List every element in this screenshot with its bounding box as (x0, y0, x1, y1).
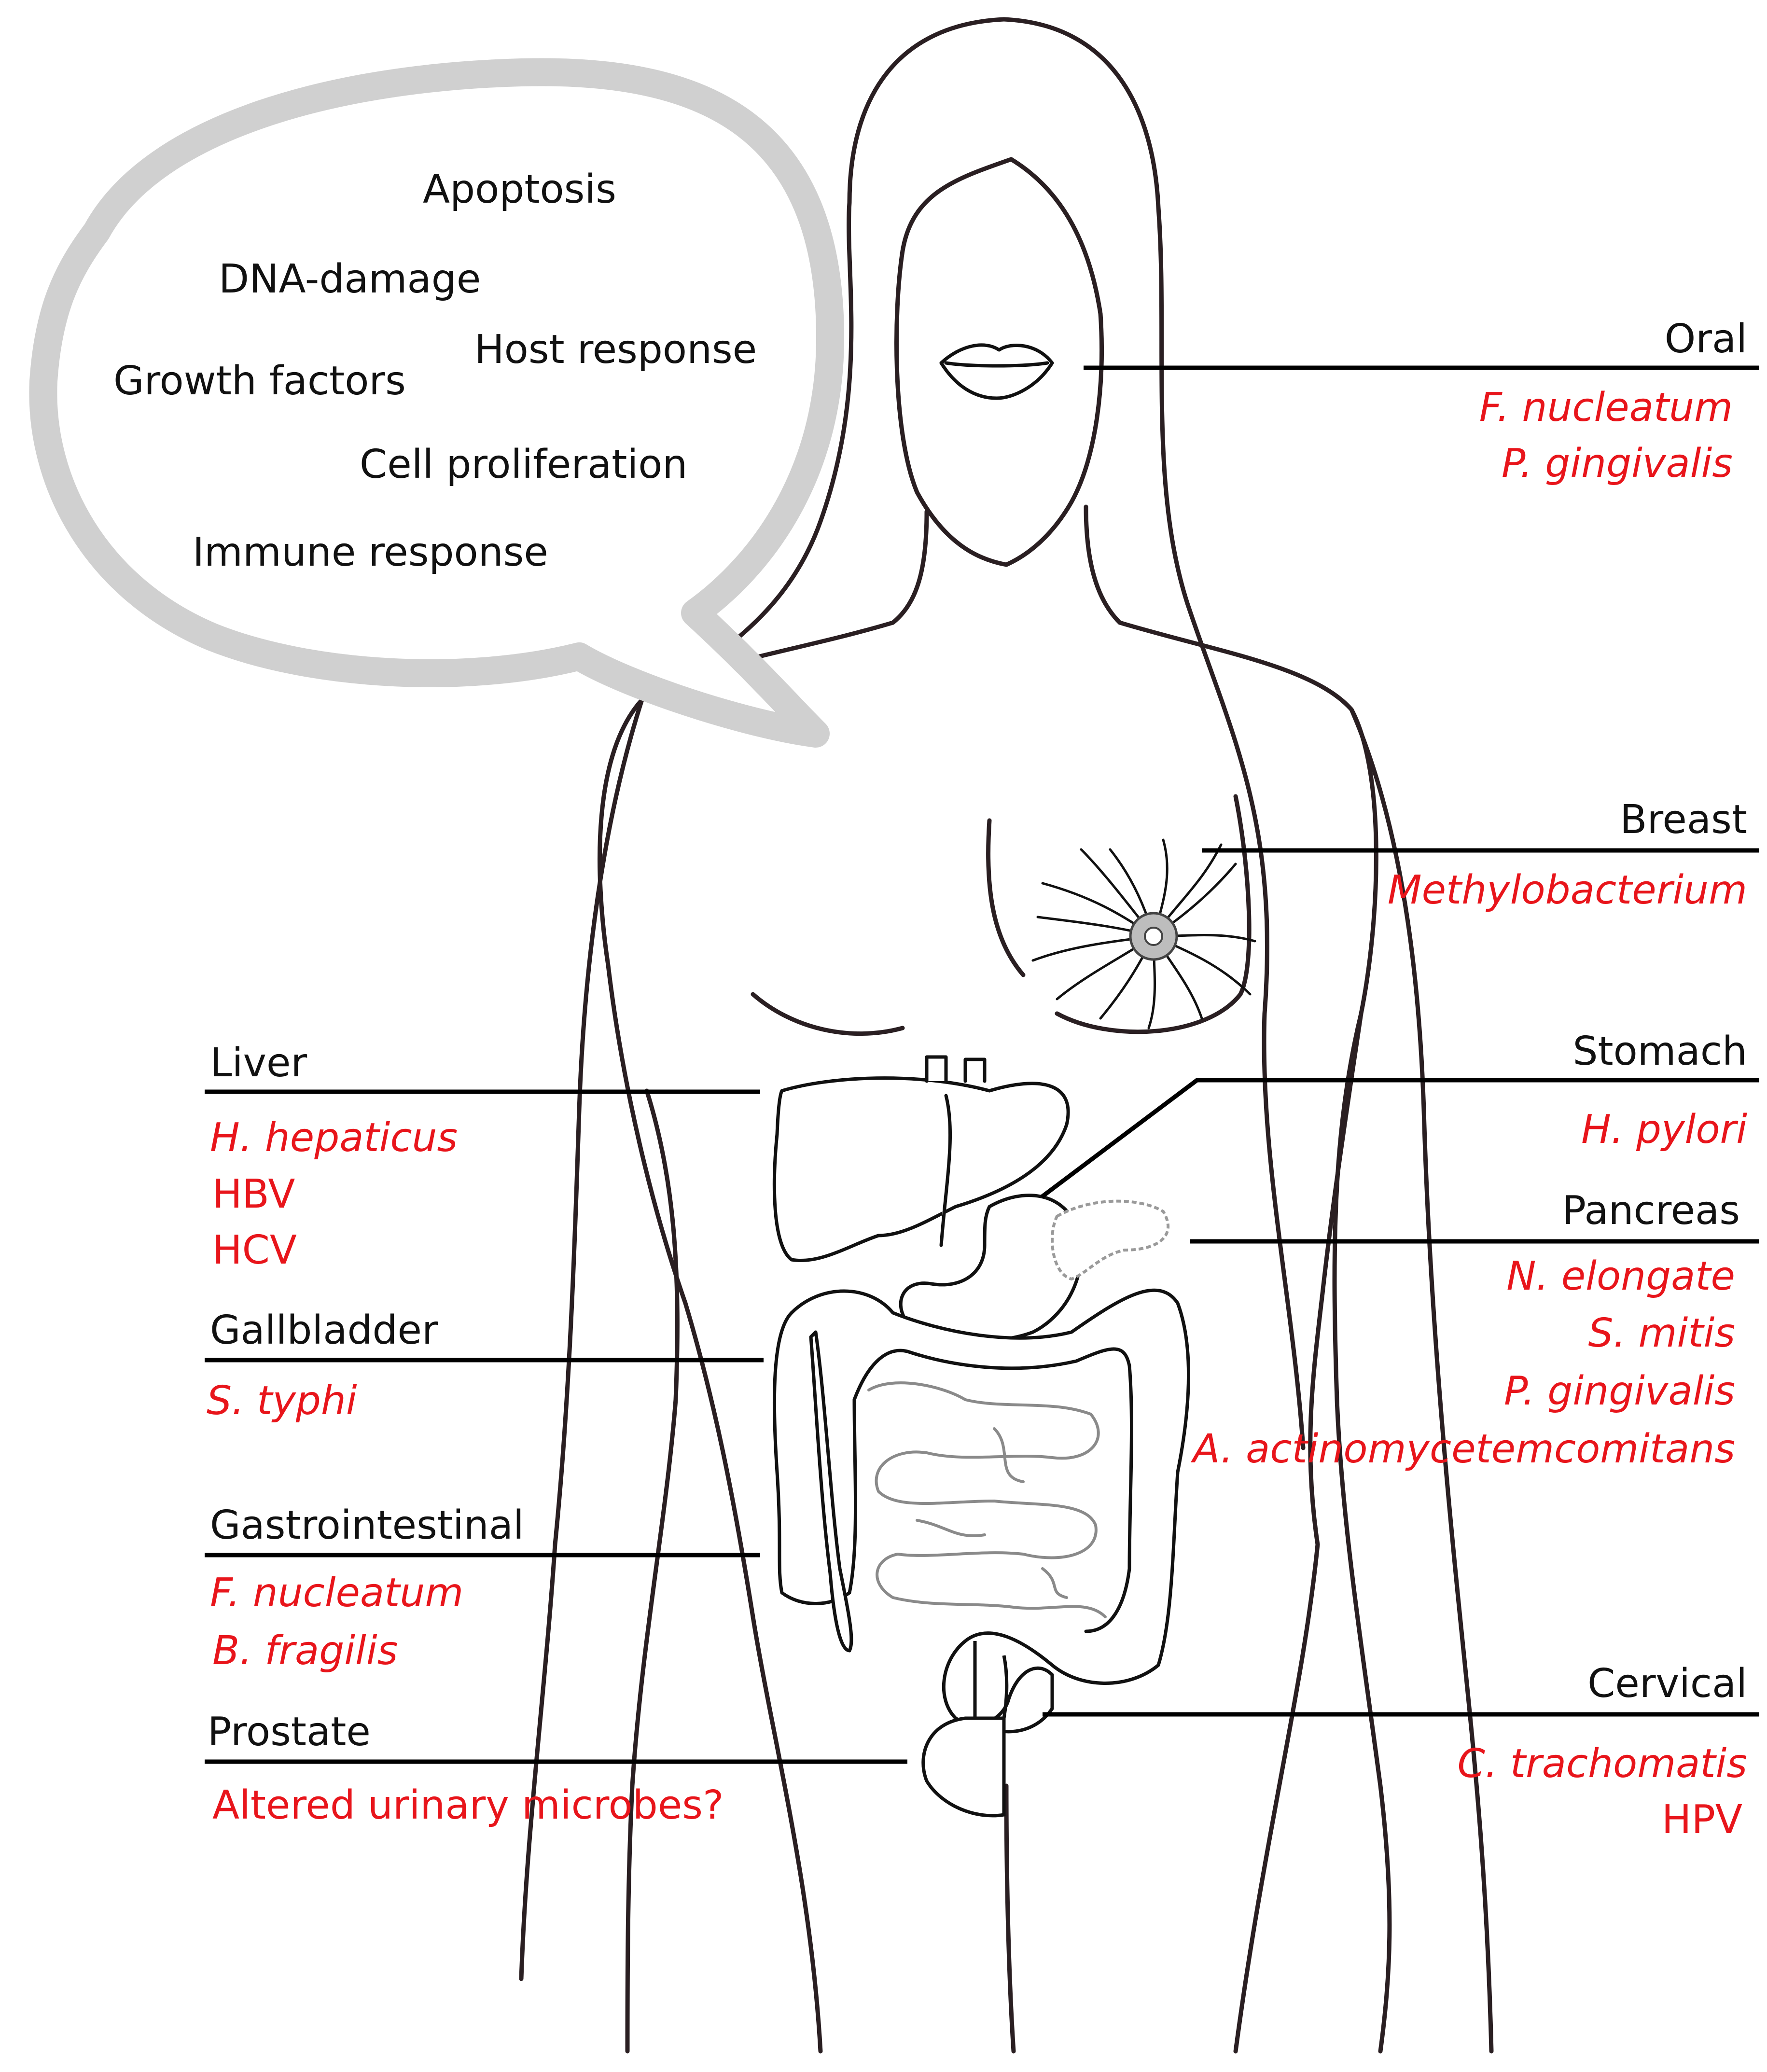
arm-right-outer (1349, 707, 1494, 2054)
pancreas-microbe-3: P. gingivalis (1504, 1368, 1735, 1414)
appendix-icon (809, 1330, 853, 1653)
face-right (1004, 157, 1104, 567)
pancreas-label: Pancreas (1562, 1188, 1740, 1234)
liver-microbe-3: HCV (212, 1227, 297, 1273)
pancreas-icon (1051, 1199, 1170, 1281)
oral-microbe-2: P. gingivalis (1502, 441, 1733, 487)
oral-microbe-1: F. nucleatum (1479, 385, 1733, 431)
prostate-microbe-1: Altered urinary microbes? (212, 1782, 724, 1828)
large-intestine-icon (772, 1288, 1190, 1734)
gastrointestinal-microbe-2: B. fragilis (212, 1628, 398, 1674)
breast-label: Breast (1620, 797, 1747, 843)
leg-center (1004, 1783, 1016, 2054)
pancreas-microbe-1: N. elongate (1506, 1253, 1735, 1299)
liver-microbe-2: HBV (212, 1171, 295, 1217)
pancreas-microbe-2: S. mitis (1588, 1310, 1736, 1356)
arm-right-inner (1332, 1011, 1392, 2054)
gastrointestinal-label: Gastrointestinal (210, 1502, 524, 1548)
cervical-microbe-2: HPV (1662, 1797, 1742, 1843)
cleavage (986, 818, 1026, 977)
leg-left (751, 1614, 823, 2054)
breast-microbe-1: Methylobacterium (1388, 867, 1747, 913)
cervical-microbe-1: C. trachomatis (1457, 1741, 1747, 1787)
stomach-microbe-1: H. pylori (1581, 1107, 1747, 1153)
cloud-word-immune-response: Immune response (193, 529, 548, 575)
arm-left-outer (519, 697, 644, 1981)
prostate-icon (921, 1641, 1009, 1818)
stomach-leader-line (1040, 1078, 1759, 1199)
gallbladder-microbe-1: S. typhi (207, 1378, 357, 1424)
hair-right (1002, 17, 1306, 1450)
stomach-label: Stomach (1572, 1029, 1747, 1074)
speech-bubble: Apoptosis DNA-damage Host response Growt… (29, 58, 844, 748)
body-outline (519, 17, 1494, 2054)
liver-label: Liver (210, 1040, 307, 1086)
cloud-word-apoptosis: Apoptosis (423, 167, 616, 212)
breast-left-curve (751, 992, 905, 1036)
lips-icon (939, 343, 1054, 400)
prostate-label: Prostate (208, 1709, 371, 1755)
oral-label: Oral (1665, 316, 1747, 362)
liver-icon (772, 1055, 1070, 1262)
hair-left (693, 17, 1006, 673)
pancreas-microbe-4: A. actinomycetemcomitans (1190, 1426, 1735, 1472)
small-intestine-icon (867, 1381, 1107, 1618)
cloud-word-cell-proliferation: Cell proliferation (360, 442, 687, 487)
cloud-word-dna-damage: DNA-damage (219, 256, 481, 302)
cervical-label: Cervical (1587, 1661, 1747, 1707)
liver-microbe-1: H. hepaticus (210, 1115, 458, 1161)
arm-left-inner (625, 1088, 680, 2054)
neck-right (1084, 504, 1122, 625)
breast-tumor-icon (1031, 838, 1256, 1029)
gallbladder-label: Gallbladder (210, 1307, 438, 1353)
cloud-word-host-response: Host response (474, 327, 757, 373)
gastrointestinal-microbe-1: F. nucleatum (210, 1570, 463, 1616)
leg-right (1233, 1542, 1320, 2054)
breast-right-curve (1055, 794, 1252, 1034)
speech-bubble-shape (29, 58, 844, 748)
face-left (894, 157, 1014, 567)
neck-left (890, 509, 929, 625)
cloud-word-growth-factors: Growth factors (113, 358, 406, 404)
